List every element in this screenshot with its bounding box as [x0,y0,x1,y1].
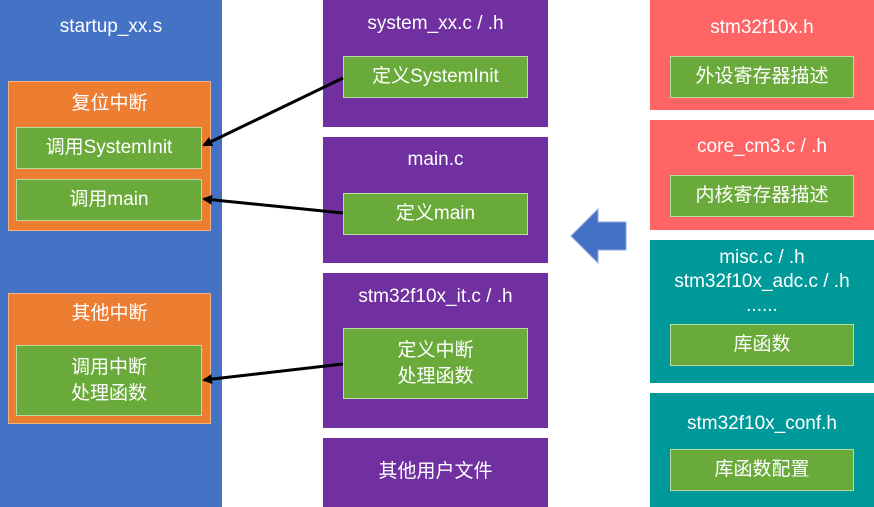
stm32-header-title: stm32f10x.h [710,17,814,38]
reset-interrupt-group: 复位中断 调用SystemInit 调用main [8,81,211,231]
system-file-panel: system_xx.c / .h 定义SystemInit [323,0,548,127]
reset-interrupt-title: 复位中断 [71,93,148,114]
startup-file-panel: startup_xx.s 复位中断 调用SystemInit 调用main 其他… [0,0,222,507]
define-systeminit-box: 定义SystemInit [343,56,528,98]
library-config-box: 库函数配置 [670,449,854,491]
other-interrupt-group: 其他中断 调用中断 处理函数 [8,293,211,424]
other-user-files-panel: 其他用户文件 [323,438,548,507]
core-register-box: 内核寄存器描述 [670,175,854,217]
core-file-panel: core_cm3.c / .h 内核寄存器描述 [650,120,874,230]
conf-file-title: stm32f10x_conf.h [687,413,837,434]
other-interrupt-title: 其他中断 [71,303,148,324]
define-handler-box: 定义中断 处理函数 [343,328,528,399]
conf-file-panel: stm32f10x_conf.h 库函数配置 [650,393,874,507]
interrupt-file-title: stm32f10x_it.c / .h [358,286,513,307]
interrupt-file-panel: stm32f10x_it.c / .h 定义中断 处理函数 [323,273,548,428]
arrow-main [202,194,344,215]
left-block-arrow-icon [570,207,627,265]
system-file-title: system_xx.c / .h [367,13,504,34]
arrow-handler [202,362,344,385]
other-user-files-title: 其他用户文件 [378,461,493,482]
call-handler-box: 调用中断 处理函数 [16,345,202,416]
main-file-panel: main.c 定义main [323,137,548,263]
arrow-systeminit [202,76,344,147]
main-file-title: main.c [407,149,464,170]
define-main-box: 定义main [343,193,528,235]
call-systeminit-box: 调用SystemInit [16,127,202,169]
library-files-title: misc.c / .h stm32f10x_adc.c / .h ...... [674,247,850,316]
core-file-title: core_cm3.c / .h [697,136,827,157]
peripheral-register-box: 外设寄存器描述 [670,56,854,98]
library-functions-box: 库函数 [670,324,854,366]
stm32-header-panel: stm32f10x.h 外设寄存器描述 [650,0,874,110]
library-files-panel: misc.c / .h stm32f10x_adc.c / .h ...... … [650,240,874,383]
call-main-box: 调用main [16,179,202,221]
startup-file-title: startup_xx.s [59,16,163,37]
